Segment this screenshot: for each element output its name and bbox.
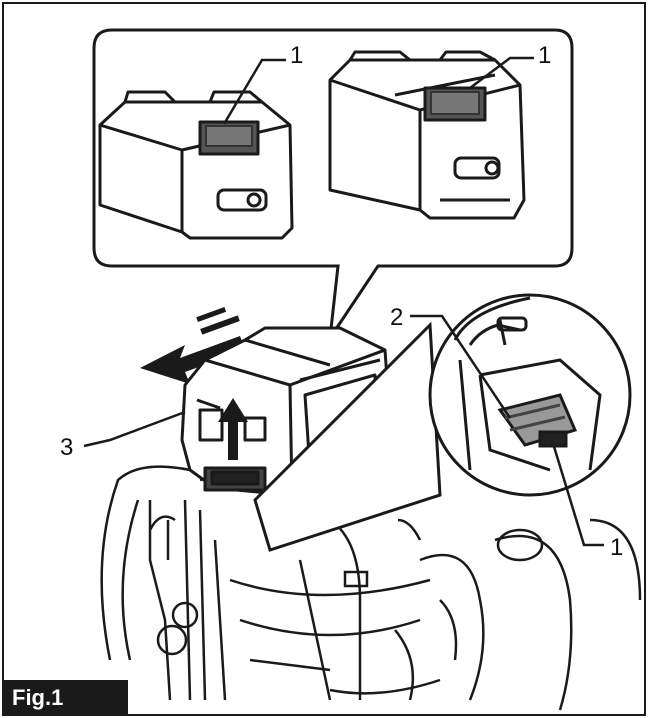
leader-line-3 [83, 410, 186, 448]
leader-line-1b [469, 56, 534, 89]
battery-pack-large [328, 50, 526, 220]
callout-label-battery-large: 1 [538, 42, 552, 69]
detail-wedge [253, 321, 442, 552]
callout-label-detail-button: 1 [610, 534, 624, 561]
callout-label-tool-battery: 3 [60, 434, 74, 461]
callout-label-slot: 2 [390, 304, 404, 331]
battery-pack-small [98, 90, 294, 240]
leader-line-1c [550, 439, 604, 547]
magnify-circle [428, 293, 632, 497]
leader-line-2 [410, 314, 512, 419]
leader-line-1a [222, 58, 286, 125]
slide-arrow-icon [140, 306, 245, 384]
figure-label: Fig.1 [2, 680, 128, 716]
callout-label-battery-small: 1 [290, 42, 304, 69]
up-arrow-icon [218, 398, 248, 460]
